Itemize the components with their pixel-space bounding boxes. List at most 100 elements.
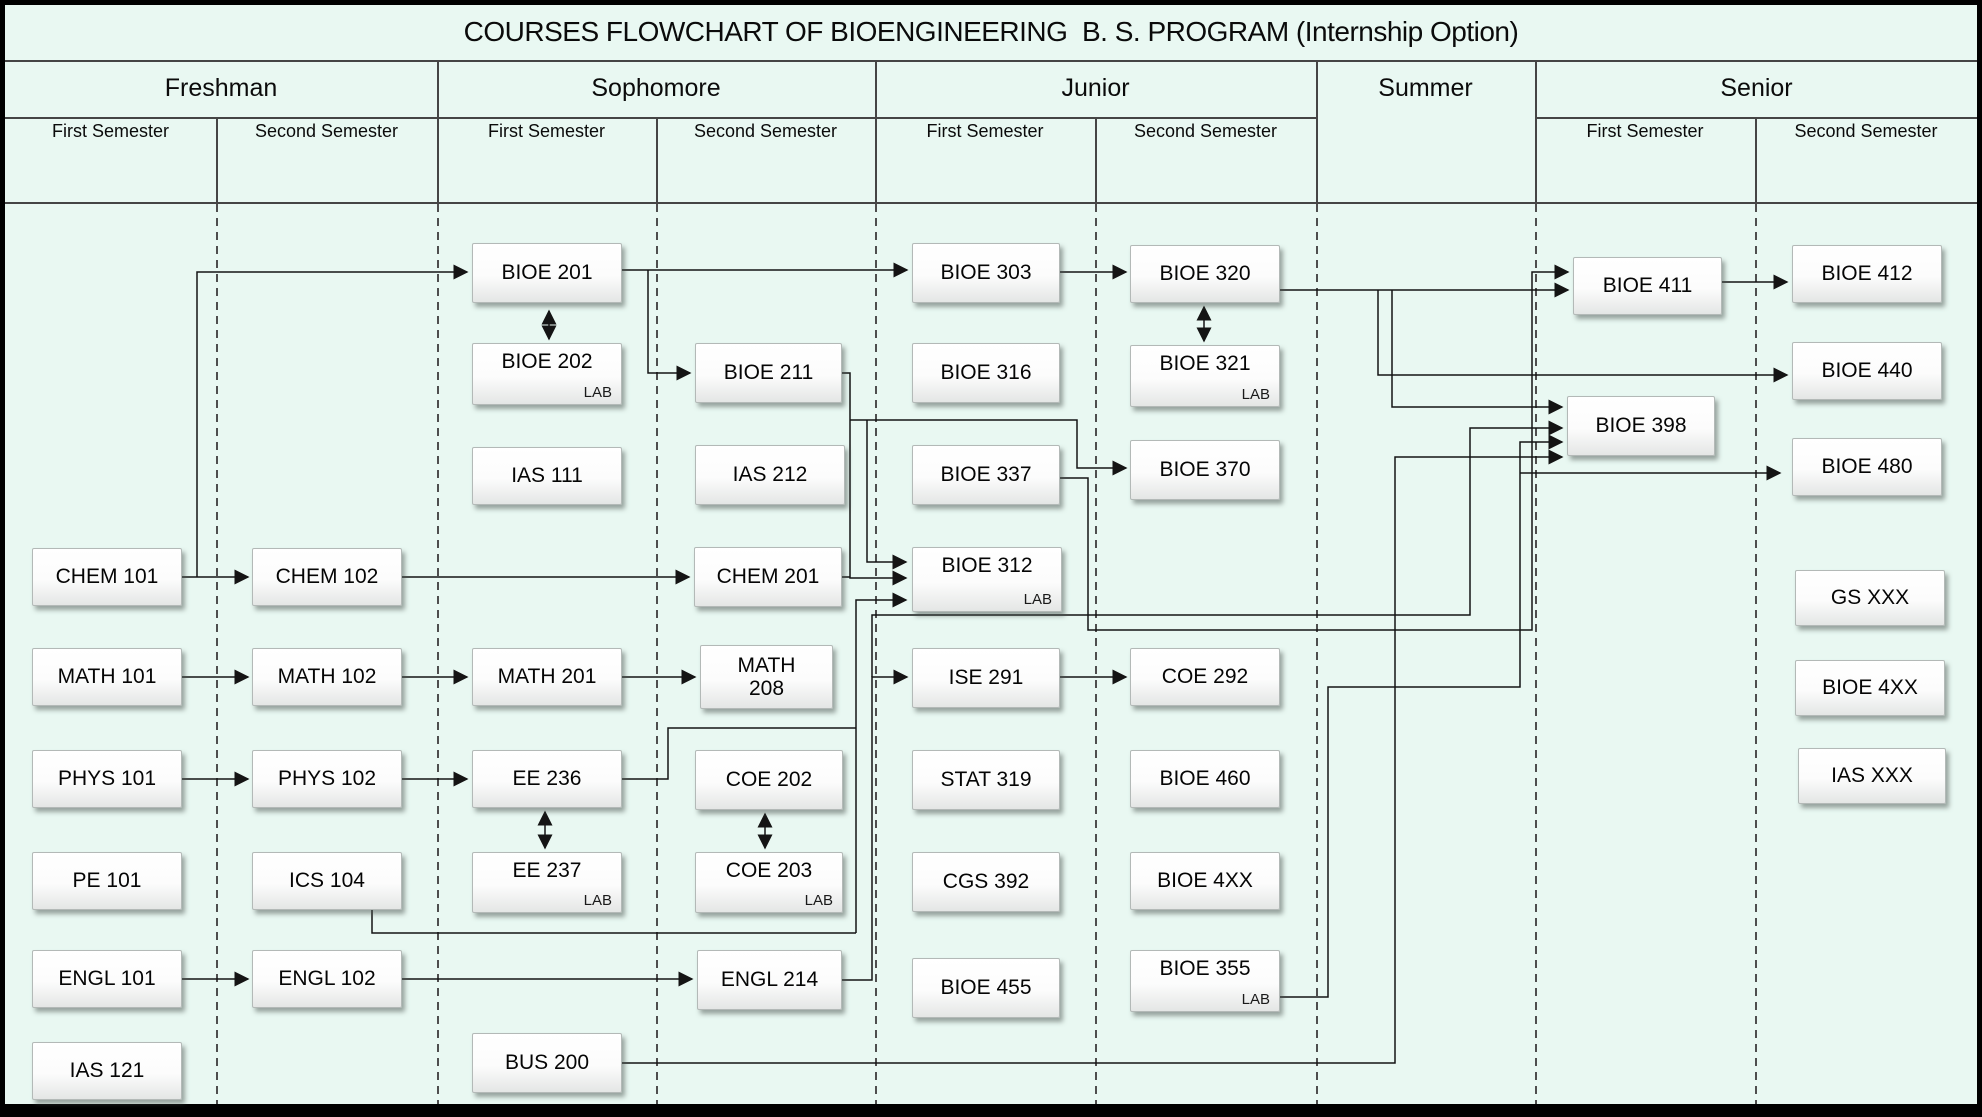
- course-box-ias-121: IAS 121: [32, 1042, 182, 1100]
- course-box-cgs-392: CGS 392: [912, 852, 1060, 912]
- course-box-ias-111: IAS 111: [472, 447, 622, 505]
- year-header-sophomore: Sophomore: [591, 74, 721, 102]
- grid-line-vertical: [1095, 117, 1097, 204]
- course-box-engl-214: ENGL 214: [697, 950, 842, 1010]
- year-header-senior: Senior: [1720, 74, 1793, 102]
- course-box-bioe-211: BIOE 211: [695, 343, 842, 403]
- semester-header-junior-1: First Semester: [926, 121, 1044, 141]
- frame-top: [0, 0, 1982, 5]
- course-box-bioe-4xx-senior: BIOE 4XX: [1795, 660, 1945, 716]
- course-label-ias-212: IAS 212: [732, 463, 808, 487]
- course-label-engl-102: ENGL 102: [278, 967, 376, 991]
- course-box-chem-101: CHEM 101: [32, 548, 182, 606]
- course-box-ics-104: ICS 104: [252, 852, 402, 910]
- course-box-bioe-455: BIOE 455: [912, 958, 1060, 1018]
- course-box-bioe-4xx-junior: BIOE 4XX: [1130, 852, 1280, 910]
- grid-line-vertical: [216, 117, 218, 204]
- course-box-coe-292: COE 292: [1130, 648, 1280, 706]
- course-box-bioe-320: BIOE 320: [1130, 245, 1280, 303]
- course-label-bus-200: BUS 200: [504, 1051, 590, 1075]
- course-label-bioe-316: BIOE 316: [940, 361, 1032, 385]
- course-label-coe-202: COE 202: [725, 768, 813, 792]
- course-box-phys-102: PHYS 102: [252, 750, 402, 808]
- course-box-math-102: MATH 102: [252, 648, 402, 706]
- connector-chem101-bioe201: [196, 264, 469, 577]
- course-label-chem-101: CHEM 101: [55, 565, 159, 589]
- course-label-ias-121: IAS 121: [69, 1059, 145, 1083]
- course-box-coe-202: COE 202: [695, 750, 843, 810]
- course-box-gs-xxx: GS XXX: [1795, 570, 1945, 626]
- grid-line-horizontal: [5, 60, 1977, 62]
- connector-ics104-join: [371, 910, 856, 934]
- semester-header-senior-1: First Semester: [1586, 121, 1704, 141]
- column-separator-dashed: [1316, 204, 1318, 1104]
- course-box-math-201: MATH 201: [472, 648, 622, 706]
- course-box-math-208: MATH 208: [700, 645, 833, 709]
- course-label-phys-102: PHYS 102: [277, 767, 377, 791]
- course-label-pe-101: PE 101: [72, 869, 142, 893]
- connector-branch-bioe398: [1519, 434, 1564, 473]
- course-box-bioe-398: BIOE 398: [1567, 396, 1715, 456]
- course-label-bioe-411: BIOE 411: [1602, 274, 1693, 298]
- column-separator-dashed: [1095, 204, 1097, 1104]
- column-separator-dashed: [656, 204, 658, 1104]
- grid-line-vertical: [1316, 60, 1318, 204]
- course-label-bioe-455: BIOE 455: [940, 976, 1032, 1000]
- page-title: COURSES FLOWCHART OF BIOENGINEERING B. S…: [463, 16, 1519, 47]
- course-box-chem-201: CHEM 201: [694, 547, 842, 607]
- connector-branch-bioe312-upper: [866, 420, 908, 570]
- course-label-math-201: MATH 201: [497, 665, 597, 689]
- course-label-bioe-370: BIOE 370: [1159, 458, 1251, 482]
- semester-header-freshman-1: First Semester: [51, 121, 170, 141]
- grid-line-vertical: [656, 117, 658, 204]
- course-box-bioe-370: BIOE 370: [1130, 440, 1280, 500]
- column-separator-dashed: [875, 204, 877, 1104]
- course-label-ics-104: ICS 104: [289, 869, 365, 893]
- course-box-bus-200: BUS 200: [472, 1033, 622, 1093]
- course-label-ee-237: EE 237: [512, 859, 582, 882]
- lab-tag: LAB: [1241, 991, 1270, 1008]
- course-label-bioe-303: BIOE 303: [940, 261, 1032, 285]
- grid-line-vertical: [875, 60, 877, 204]
- frame-left: [0, 0, 5, 1117]
- course-label-engl-101: ENGL 101: [58, 967, 156, 991]
- column-separator-dashed: [216, 204, 218, 1104]
- course-box-bioe-460: BIOE 460: [1130, 750, 1280, 808]
- course-label-ise-291: ISE 291: [948, 666, 1024, 690]
- course-box-ias-xxx: IAS XXX: [1798, 748, 1946, 804]
- course-box-math-101: MATH 101: [32, 648, 182, 706]
- semester-header-sophomore-2: Second Semester: [693, 121, 838, 141]
- course-box-stat-319: STAT 319: [912, 750, 1060, 810]
- course-box-chem-102: CHEM 102: [252, 548, 402, 606]
- lab-tag: LAB: [583, 384, 612, 401]
- course-box-pe-101: PE 101: [32, 852, 182, 910]
- frame-bottom: [0, 1104, 1982, 1117]
- course-label-chem-201: CHEM 201: [716, 565, 820, 589]
- course-label-stat-319: STAT 319: [940, 768, 1032, 792]
- course-label-ias-111: IAS 111: [511, 464, 583, 488]
- course-label-bioe-4xx-senior: BIOE 4XX: [1822, 676, 1918, 700]
- year-header-summer: Summer: [1378, 74, 1473, 102]
- course-box-bioe-201: BIOE 201: [472, 243, 622, 303]
- frame-right: [1977, 0, 1982, 1117]
- course-label-bioe-320: BIOE 320: [1159, 262, 1251, 286]
- course-label-bioe-201: BIOE 201: [501, 261, 593, 285]
- course-label-chem-102: CHEM 102: [275, 565, 379, 589]
- course-label-bioe-337: BIOE 337: [940, 463, 1032, 487]
- grid-line-vertical: [437, 60, 439, 204]
- column-separator-dashed: [1535, 204, 1537, 1104]
- course-box-bioe-440: BIOE 440: [1792, 342, 1942, 400]
- course-label-gs-xxx: GS XXX: [1830, 586, 1910, 610]
- grid-line-vertical: [1535, 60, 1537, 204]
- semester-header-sophomore-1: First Semester: [487, 121, 606, 141]
- course-label-bioe-440: BIOE 440: [1821, 359, 1913, 383]
- course-label-bioe-480: BIOE 480: [1821, 455, 1913, 479]
- course-label-ias-xxx: IAS XXX: [1831, 764, 1913, 788]
- semester-header-senior-2: Second Semester: [1794, 121, 1938, 141]
- course-box-bioe-480: BIOE 480: [1792, 438, 1942, 496]
